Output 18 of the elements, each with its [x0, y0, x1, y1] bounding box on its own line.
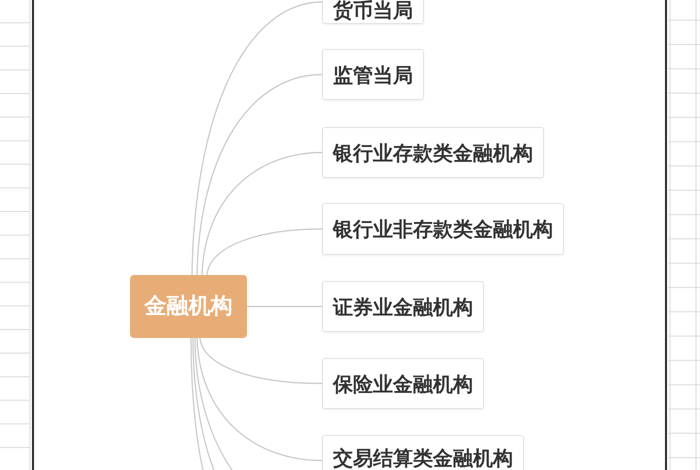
connector-line: [201, 152, 322, 276]
connector-line: [247, 306, 322, 308]
topic-box: 银行业非存款类金融机构: [322, 203, 564, 255]
connector-line: [192, 338, 215, 470]
connector-line: [190, 338, 204, 470]
topic-box: 货币当局: [322, 0, 424, 24]
topic-box: 证券业金融机构: [322, 281, 484, 332]
topic-box: 银行业存款类金融机构: [322, 127, 544, 178]
connector-line: [196, 74, 322, 276]
connector-line: [191, 1, 322, 276]
central-topic-box: 金融机构: [130, 275, 247, 338]
topic-box: 监管当局: [322, 49, 424, 100]
connector-line: [196, 338, 322, 462]
connector-line: [206, 228, 322, 276]
topic-box: 交易结算类金融机构: [322, 435, 524, 470]
connector-line: [199, 338, 322, 384]
connector-line: [194, 338, 232, 470]
topic-box: 保险业金融机构: [322, 358, 484, 409]
